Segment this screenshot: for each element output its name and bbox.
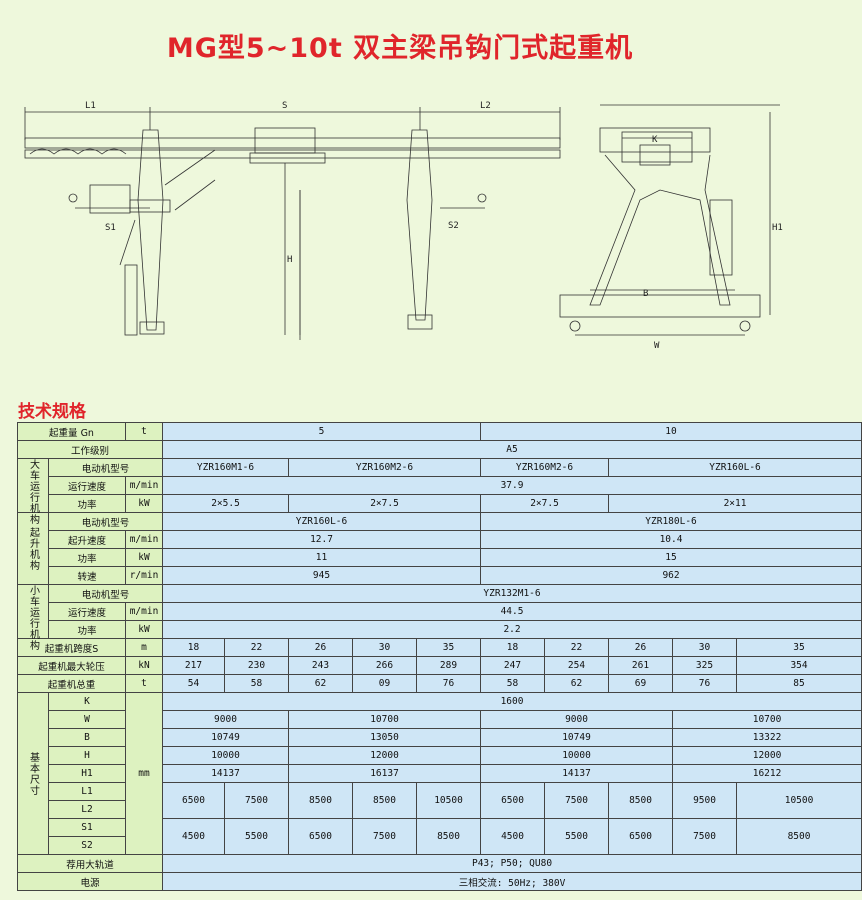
page-title: MG型5~10t 双主梁吊钩门式起重机 <box>166 33 634 64</box>
dim-label-h: H <box>287 255 292 265</box>
table-row: 工作级别 A5 <box>17 440 862 459</box>
table-row: 功率 kW 2.2 <box>18 620 862 639</box>
table-row: L2 <box>18 800 862 819</box>
table-row: 功率 kW 2×5.5 2×7.5 2×7.5 2×11 <box>18 494 862 513</box>
table-row: 荐用大轨道 P43; P50; QU80 <box>17 854 862 873</box>
table-row: 起重机最大轮压 kN 217 230 243 266 289 247 254 2… <box>17 656 862 675</box>
table-row: B 10749 13050 10749 13322 <box>18 728 862 747</box>
dim-label-s2: S2 <box>448 221 459 231</box>
table-row: 大车运行机构 电动机型号 YZR160M1-6 YZR160M2-6 YZR16… <box>17 458 862 525</box>
table-row: 运行速度 m/min 37.9 <box>18 476 862 495</box>
dim-label-b: B <box>643 289 648 299</box>
table-row: 转速 r/min 945 962 <box>18 566 862 585</box>
dim-label-s: S <box>282 101 287 111</box>
table-row: 起重机跨度S m 18 22 26 30 35 18 22 26 30 35 <box>17 638 862 657</box>
section-title: 技术规格 <box>18 402 86 422</box>
table-row: S2 <box>18 836 862 855</box>
table-row: H 10000 12000 10000 12000 <box>18 746 862 765</box>
gantry-crane-drawing: L1 S L2 S1 S2 H H1 K B W <box>24 101 783 351</box>
table-row: 运行速度 m/min 44.5 <box>18 602 862 621</box>
spec-table: 起重量 Gn t 5 10 工作级别 A5 大车运行机构 电动机型号 YZR16… <box>17 422 862 891</box>
table-row: 起重量 Gn t 5 10 <box>17 422 862 441</box>
dim-label-k: K <box>652 135 658 145</box>
table-row: 基本尺寸 K mm 1600 <box>17 692 862 855</box>
dim-label-l2: L2 <box>480 101 491 111</box>
dim-label-w: W <box>654 341 660 351</box>
table-row: W 9000 10700 9000 10700 <box>18 710 862 729</box>
table-row: 小车运行机构 电动机型号 YZR132M1-6 <box>17 584 862 651</box>
dim-label-s1: S1 <box>105 223 116 233</box>
dim-label-l1: L1 <box>85 101 96 111</box>
table-row: 起升速度 m/min 12.7 10.4 <box>18 530 862 549</box>
dim-label-h1: H1 <box>772 223 783 233</box>
table-row: 电源 三相交流: 50Hz; 380V <box>17 872 862 891</box>
table-row: 功率 kW 11 15 <box>18 548 862 567</box>
table-row: 起重机总重 t 54 58 62 09 76 58 62 69 76 85 <box>17 674 862 693</box>
table-row: H1 14137 16137 14137 16212 <box>18 764 862 783</box>
table-row: 起升机构 电动机型号 YZR160L-6 YZR180L-6 <box>17 512 862 585</box>
